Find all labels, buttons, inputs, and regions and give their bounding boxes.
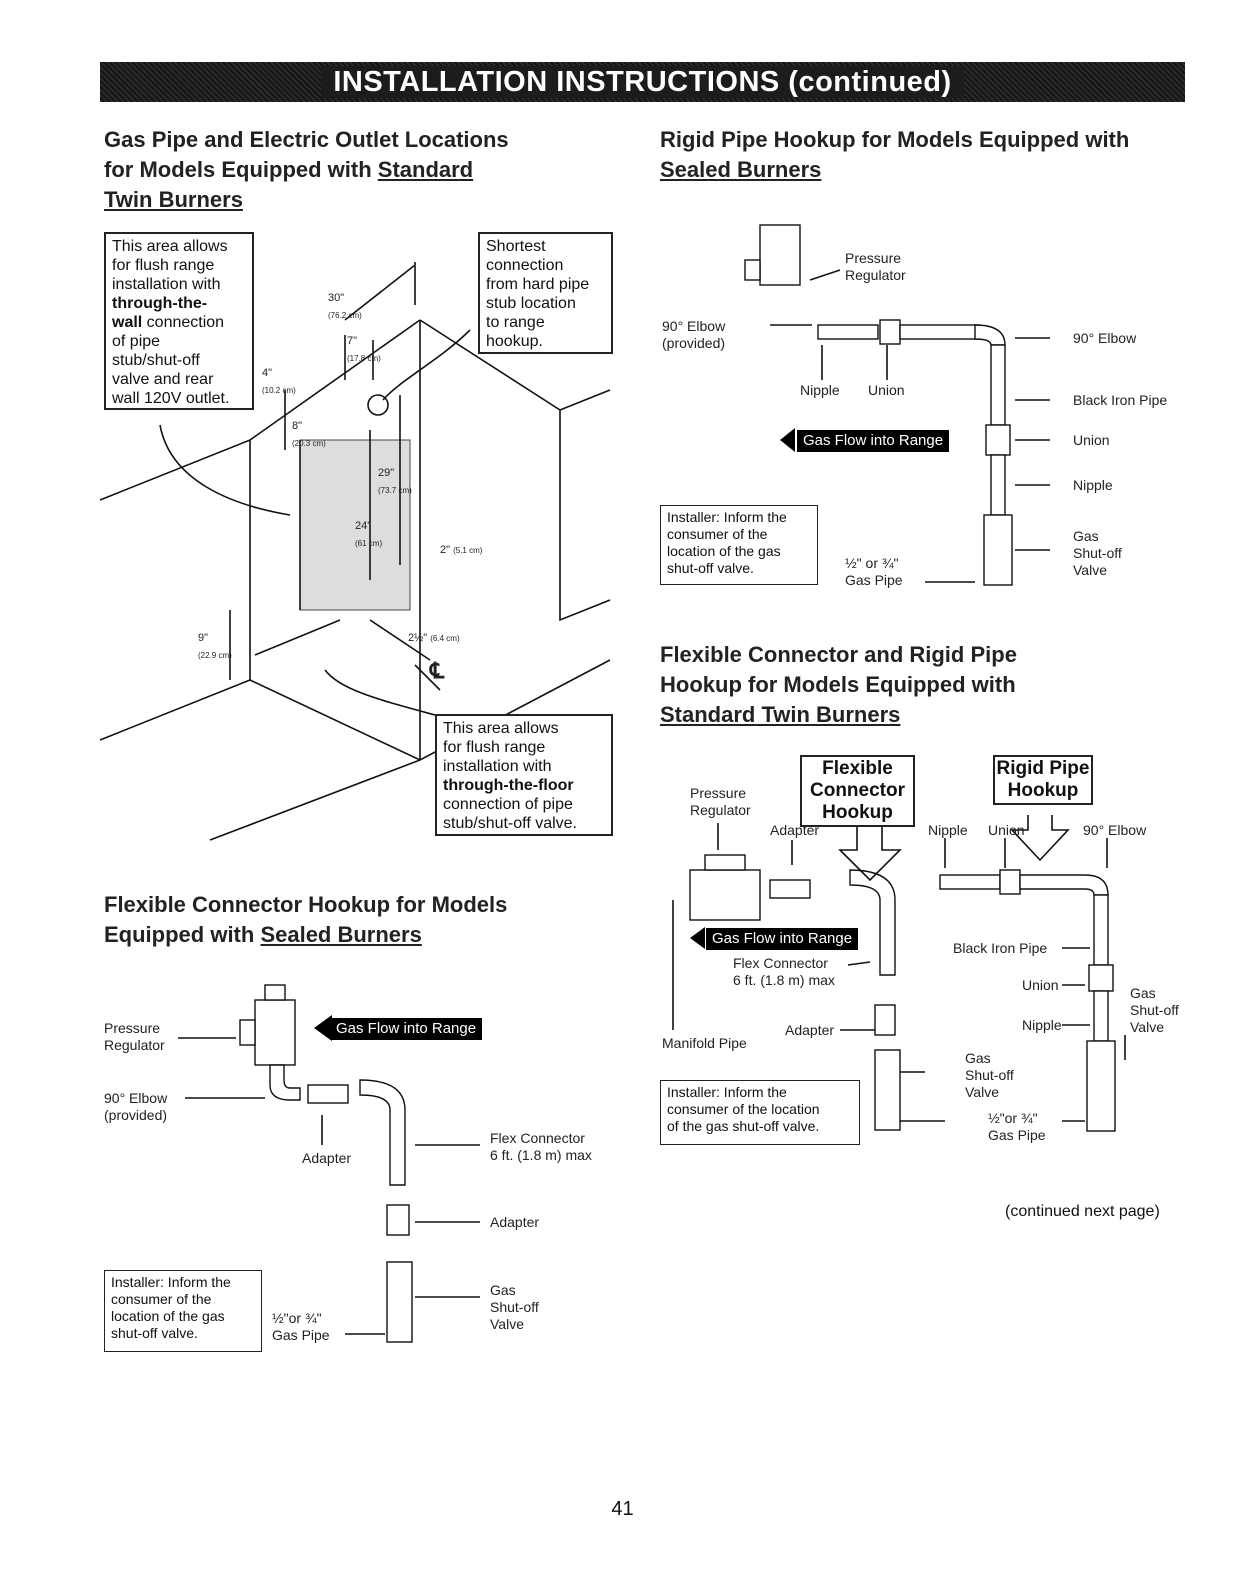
callout-short-line: to range (486, 314, 545, 331)
rigid-pipe-diagram (744, 224, 1050, 586)
dim-24: 24"(61 cm) (355, 520, 383, 548)
callout-shortest-connection: Shortest connection from hard pipe stub … (478, 232, 613, 354)
label-union-b: Union (1022, 977, 1059, 993)
callout-wall-line: wall 120V outlet. (112, 390, 230, 407)
sec3-title-line3: Standard Twin Burners (660, 702, 901, 727)
label-elbow-provided: 90° Elbow(provided) (104, 1090, 168, 1123)
label-nipple: Nipple (928, 822, 968, 838)
label-pipe-size: ½"or ¾"Gas Pipe (988, 1110, 1046, 1143)
flex-and-rigid-diagram (672, 815, 1126, 1132)
sec4-title-underlined: Sealed Burners (260, 922, 422, 947)
label-black-iron-pipe: Black Iron Pipe (1073, 392, 1168, 408)
sec3-heading: Flexible Connector and Rigid Pipe Hookup… (660, 640, 1200, 730)
label-union: Union (988, 822, 1025, 838)
dim-7: 7"(17.8 cm) (347, 335, 381, 363)
sec1-title-line3: Twin Burners (104, 187, 243, 212)
label-elbow-provided: 90° Elbow(provided) (662, 318, 726, 351)
dim-29: 29"(73.7 cm) (378, 467, 412, 495)
dim-8: 8"(20.3 cm) (292, 420, 326, 448)
callout-floor-line: connection of pipe (443, 796, 573, 813)
label-pipe-size: ½" or ¾"Gas Pipe (845, 555, 903, 588)
continued-note: (continued next page) (1005, 1203, 1160, 1220)
sec4-title-line2: Equipped with (104, 922, 261, 947)
callout-wall-bold: wall (112, 314, 143, 331)
sec1-title-underlined: Standard (377, 157, 474, 182)
gas-flow-arrow-label: Gas Flow into Range (330, 1018, 483, 1040)
range-outline-diagram (99, 262, 611, 841)
callout-wall-line: This area allows (112, 238, 228, 255)
label-90-elbow: 90° Elbow (1083, 822, 1147, 838)
callout-short-line: stub location (486, 295, 576, 312)
callout-floor-line: This area allows (443, 720, 559, 737)
label-adapter-b: Adapter (490, 1214, 540, 1230)
sec2-title-line1: Rigid Pipe Hookup for Models Equipped wi… (660, 127, 1130, 152)
callout-wall-line: for flush range (112, 257, 215, 274)
sec1-title-line2: for Models Equipped with (104, 157, 378, 182)
centerline-symbol: ℄ (430, 658, 445, 683)
label-nipple-b: Nipple (1022, 1017, 1062, 1033)
sec3-title-line2: Hookup for Models Equipped with (660, 672, 1016, 697)
callout-through-wall: This area allows for flush range install… (104, 232, 254, 410)
dim-9: 9"(22.9 cm) (198, 632, 232, 660)
callout-wall-line: valve and rear (112, 371, 214, 388)
label-nipple-b: Nipple (1073, 477, 1113, 493)
sec3-title-line1: Flexible Connector and Rigid Pipe (660, 642, 1017, 667)
sec1-title-line1: Gas Pipe and Electric Outlet Locations (104, 127, 509, 152)
callout-floor-line: for flush range (443, 739, 546, 756)
label-adapter-b: Adapter (785, 1022, 835, 1038)
callout-wall-line: of pipe (112, 333, 161, 350)
callout-wall-line: through-the- (112, 295, 208, 312)
label-black-iron-pipe: Black Iron Pipe (953, 940, 1048, 956)
dim-30: 30"(76.2 cm) (328, 292, 362, 320)
gas-flow-arrow-label: Gas Flow into Range (706, 928, 859, 950)
label-pipe-size: ½"or ¾"Gas Pipe (272, 1310, 330, 1343)
callout-short-line: Shortest (486, 238, 546, 255)
label-90-elbow: 90° Elbow (1073, 330, 1137, 346)
flex-sealed-diagram (178, 984, 480, 1343)
callout-wall-line: stub/shut-off (112, 352, 200, 369)
callout-wall-line: installation with (112, 276, 221, 293)
label-manifold-pipe: Manifold Pipe (662, 1035, 747, 1051)
callout-wall-line: connection (142, 314, 225, 331)
sec2-heading: Rigid Pipe Hookup for Models Equipped wi… (660, 125, 1200, 185)
dim-2: 2" (5.1 cm) (440, 544, 483, 556)
label-union-b: Union (1073, 432, 1110, 448)
callout-floor-line: through-the-floor (443, 777, 574, 794)
label-union: Union (868, 382, 905, 398)
label-adapter: Adapter (302, 1150, 352, 1166)
callout-floor-line: installation with (443, 758, 552, 775)
callout-short-line: connection (486, 257, 564, 274)
label-nipple: Nipple (800, 382, 840, 398)
sec2-title-line2: Sealed Burners (660, 157, 822, 182)
sec4-heading: Flexible Connector Hookup for Models Equ… (104, 890, 624, 950)
dim-4: 4"(10.2 cm) (262, 367, 296, 395)
gas-flow-arrow-label: Gas Flow into Range (797, 430, 950, 452)
callout-floor-line: stub/shut-off valve. (443, 815, 577, 832)
dim-2-half: 2½" (6.4 cm) (408, 632, 460, 644)
callout-short-line: hookup. (486, 333, 543, 350)
callout-short-line: from hard pipe (486, 276, 590, 293)
sec1-heading: Gas Pipe and Electric Outlet Locations f… (104, 125, 624, 215)
section-banner: INSTALLATION INSTRUCTIONS (continued) (100, 62, 1185, 102)
callout-through-floor: This area allows for flush range install… (435, 714, 613, 836)
page-number: 41 (611, 1498, 634, 1520)
banner-title: INSTALLATION INSTRUCTIONS (continued) (321, 66, 964, 98)
sec4-title-line1: Flexible Connector Hookup for Models (104, 892, 508, 917)
label-adapter: Adapter (770, 822, 820, 838)
